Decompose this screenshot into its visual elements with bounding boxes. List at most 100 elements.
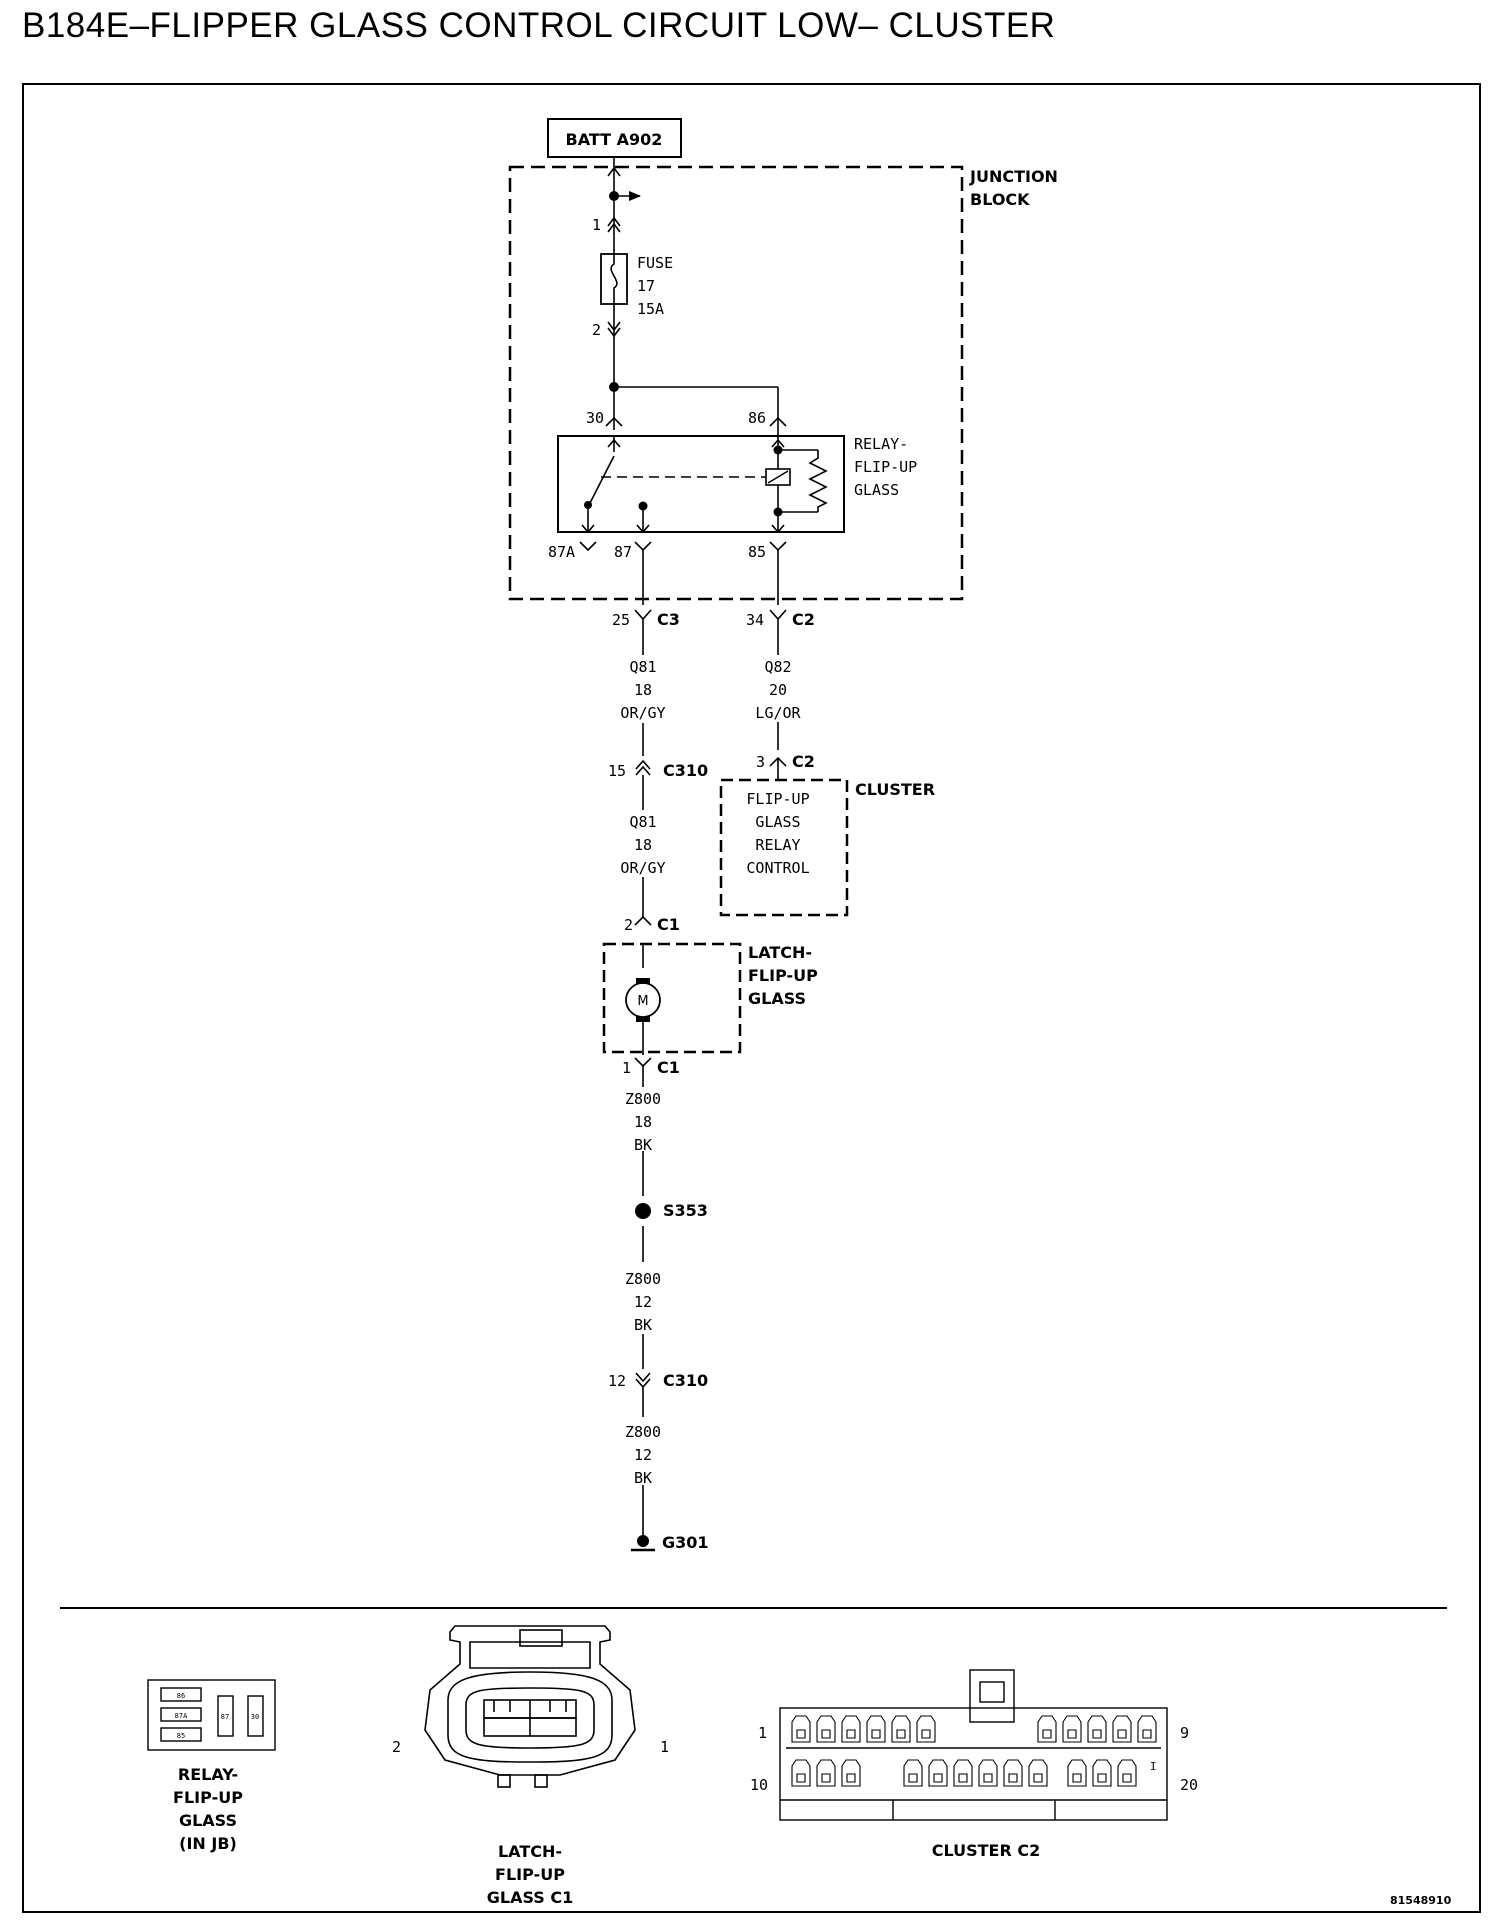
relay-view-caption-3: GLASS bbox=[179, 1811, 237, 1830]
cluster-view-pin-9: 9 bbox=[1180, 1724, 1189, 1742]
cavity bbox=[916, 1715, 936, 1743]
battery-source-label: BATT A902 bbox=[566, 130, 663, 149]
latch-view-pin-2: 2 bbox=[392, 1738, 401, 1756]
latch-label-3: GLASS bbox=[748, 989, 806, 1008]
cavity bbox=[1117, 1759, 1137, 1787]
relay-label-2: FLIP-UP bbox=[854, 458, 917, 476]
right-wire1-circuit: Q82 bbox=[764, 658, 791, 676]
left-conn1-pin: 25 bbox=[612, 611, 630, 629]
cavity bbox=[1067, 1759, 1087, 1787]
left-wire1-gauge: 18 bbox=[634, 681, 652, 699]
relay-coil-bottom-dot bbox=[773, 507, 783, 517]
relay-contact-87 bbox=[638, 501, 648, 511]
cluster-view-caption: CLUSTER C2 bbox=[932, 1841, 1041, 1860]
cluster-view-pin-20: 20 bbox=[1180, 1776, 1198, 1794]
left-wire4-circuit: Z800 bbox=[625, 1270, 661, 1288]
junction-block-label-1: JUNCTION bbox=[969, 167, 1058, 186]
left-wire4-color: BK bbox=[634, 1316, 652, 1334]
left-wire2-circuit: Q81 bbox=[629, 813, 656, 831]
cavity bbox=[1112, 1715, 1132, 1743]
junction-block-outline bbox=[508, 165, 964, 601]
relay-box bbox=[557, 435, 845, 533]
latch-label-2: FLIP-UP bbox=[748, 966, 818, 985]
cavity bbox=[816, 1715, 836, 1743]
left-wire1-circuit: Q81 bbox=[629, 658, 656, 676]
cluster-c2-connector-view bbox=[779, 1669, 1168, 1821]
cavity bbox=[891, 1715, 911, 1743]
left-wire3-circuit: Z800 bbox=[625, 1090, 661, 1108]
left-conn2-name: C310 bbox=[663, 761, 708, 780]
relay-pin-87a-label: 87A bbox=[548, 543, 575, 561]
left-wire3-gauge: 18 bbox=[634, 1113, 652, 1131]
latch-pin-bottom: 1 bbox=[622, 1059, 631, 1077]
relay-pin-85-label: 85 bbox=[748, 543, 766, 561]
cavity bbox=[1137, 1715, 1157, 1743]
motor-bottom-brush bbox=[636, 1015, 650, 1022]
relay-pin-86-label: 86 bbox=[748, 409, 766, 427]
cavity bbox=[1092, 1759, 1112, 1787]
relay-view-pin-86: 86 bbox=[177, 1692, 185, 1700]
latch-label-1: LATCH- bbox=[748, 943, 812, 962]
motor-label: M bbox=[637, 994, 648, 1009]
ground-label: G301 bbox=[662, 1533, 709, 1552]
left-conn2-pin: 15 bbox=[608, 762, 626, 780]
relay-label-1: RELAY- bbox=[854, 435, 908, 453]
cluster-module-line-3: RELAY bbox=[755, 836, 800, 854]
relay-pin-87-label: 87 bbox=[614, 543, 632, 561]
relay-view-pin-87a: 87A bbox=[175, 1712, 188, 1720]
relay-bottom-connectors bbox=[579, 541, 787, 605]
right-wire1-gauge: 20 bbox=[769, 681, 787, 699]
relay-feed-wires bbox=[605, 386, 787, 436]
motor-symbol bbox=[625, 982, 661, 1018]
relay-connector-view bbox=[147, 1679, 276, 1751]
left-wire5-color: BK bbox=[634, 1469, 652, 1487]
fuse-element bbox=[610, 244, 618, 314]
cavity bbox=[1037, 1715, 1057, 1743]
splice-dot bbox=[635, 1203, 651, 1219]
splice-label: S353 bbox=[663, 1201, 708, 1220]
fuse-rating: 15A bbox=[637, 300, 664, 318]
cavity bbox=[816, 1759, 836, 1787]
cavity bbox=[1087, 1715, 1107, 1743]
latch-view-caption-3: GLASS C1 bbox=[487, 1888, 573, 1907]
cluster-view-pin-10: 10 bbox=[750, 1776, 768, 1794]
relay-coil-slash bbox=[767, 470, 789, 484]
latch-view-pin-1: 1 bbox=[660, 1738, 669, 1756]
relay-internals bbox=[587, 436, 828, 532]
fuse-out-connector bbox=[607, 314, 621, 430]
right-conn2-name: C2 bbox=[792, 752, 815, 771]
cavity bbox=[841, 1715, 861, 1743]
relay-view-pin-87: 87 bbox=[221, 1713, 229, 1721]
left-conn1-name: C3 bbox=[657, 610, 680, 629]
left-conn3-pin: 12 bbox=[608, 1372, 626, 1390]
cavity bbox=[841, 1759, 861, 1787]
cavity bbox=[791, 1715, 811, 1743]
cavity bbox=[1003, 1759, 1023, 1787]
relay-pin-arrows bbox=[581, 524, 785, 534]
cluster-module-line-4: CONTROL bbox=[746, 859, 809, 877]
right-conn2-pin: 3 bbox=[756, 753, 765, 771]
left-wire1-color: OR/GY bbox=[620, 704, 665, 722]
cavity bbox=[953, 1759, 973, 1787]
right-conn1-name: C2 bbox=[792, 610, 815, 629]
relay-view-caption-1: RELAY- bbox=[178, 1765, 238, 1784]
relay-view-pin-85: 85 bbox=[177, 1732, 185, 1740]
relay-view-pin-30: 30 bbox=[251, 1713, 259, 1721]
diagram-frame bbox=[22, 83, 1481, 1913]
junction-block-label-2: BLOCK bbox=[970, 190, 1030, 209]
cluster-view-pin-mark: I bbox=[1150, 1760, 1157, 1773]
cluster-view-pin-1: 1 bbox=[758, 1724, 767, 1742]
left-wire3-color: BK bbox=[634, 1136, 652, 1154]
cluster-module-line-2: GLASS bbox=[755, 813, 800, 831]
fuse-number: 17 bbox=[637, 277, 655, 295]
latch-conn-top: C1 bbox=[657, 915, 680, 934]
feed-splice-dot bbox=[609, 191, 619, 201]
right-conn1-pin: 34 bbox=[746, 611, 764, 629]
figure-id: 81548910 bbox=[1390, 1894, 1452, 1907]
cluster-label: CLUSTER bbox=[855, 780, 935, 799]
cavity bbox=[866, 1715, 886, 1743]
left-wire2-gauge: 18 bbox=[634, 836, 652, 854]
fuse-name: FUSE bbox=[637, 254, 673, 272]
cavity bbox=[978, 1759, 998, 1787]
relay-view-caption-2: FLIP-UP bbox=[173, 1788, 243, 1807]
